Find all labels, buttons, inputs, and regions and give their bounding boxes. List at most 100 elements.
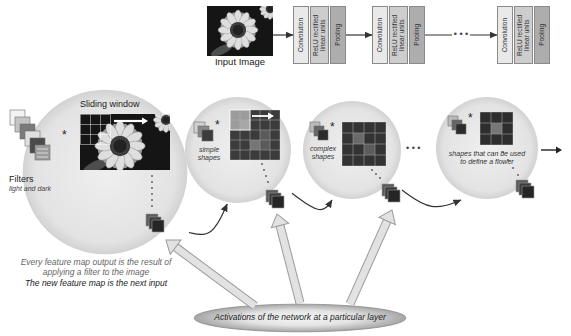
relu-box: ReLU rectified linear units bbox=[514, 6, 533, 64]
feature-dots bbox=[151, 187, 153, 189]
activation-arrows bbox=[280, 226, 300, 303]
feature-grid bbox=[252, 115, 268, 117]
convolution-box: Convolution bbox=[497, 6, 513, 64]
text-holder: simple shapes bbox=[191, 146, 227, 162]
annotation-label: * bbox=[215, 119, 220, 133]
layer-label: ReLU rectified linear units bbox=[391, 9, 405, 61]
activation-arrows bbox=[350, 221, 387, 304]
note-text: The new feature map is the next input bbox=[8, 279, 184, 289]
label-holder: Every feature map output is the result o… bbox=[8, 258, 184, 278]
feature-dots bbox=[517, 174, 519, 176]
text-holder: Pooling bbox=[538, 24, 545, 46]
feature-grid bbox=[230, 110, 280, 160]
feature-map-stack bbox=[146, 214, 164, 232]
convolution-box: Convolution bbox=[293, 6, 309, 64]
layer-label: Pooling bbox=[413, 24, 420, 46]
feature-grid bbox=[342, 122, 386, 166]
sliding-window-grid bbox=[81, 115, 111, 145]
feature-dots bbox=[265, 175, 267, 177]
feature-dots bbox=[379, 177, 381, 179]
circle-fill bbox=[23, 90, 188, 255]
node-label: Sliding window bbox=[80, 99, 164, 109]
label-holder: * bbox=[215, 119, 220, 133]
convolution-box: Convolution bbox=[372, 6, 388, 64]
sliding-arrow bbox=[114, 120, 142, 122]
label-holder: * bbox=[62, 129, 67, 143]
activation-arrows bbox=[350, 221, 387, 304]
annotation-label: * bbox=[468, 112, 473, 126]
feature-grid bbox=[480, 112, 513, 145]
ellipse-fill bbox=[194, 304, 406, 332]
activation-arrows bbox=[176, 247, 255, 306]
pooling-box: Pooling bbox=[330, 6, 346, 64]
feature-dots bbox=[151, 175, 153, 177]
circle-fill bbox=[436, 97, 538, 199]
text-holder: Pooling bbox=[413, 24, 420, 46]
text-holder: Activations of the network at a particul… bbox=[214, 313, 386, 323]
layer-label: Convolution bbox=[297, 18, 304, 52]
label-holder: The new feature map is the next input bbox=[8, 279, 184, 289]
relu-box: ReLU rectified linear units bbox=[389, 6, 408, 64]
edge-label-holder: • • • bbox=[452, 30, 470, 40]
sliding-photo bbox=[80, 114, 170, 170]
layer-label: Convolution bbox=[376, 18, 383, 52]
input-photo bbox=[260, 6, 274, 20]
node-label: simple shapes bbox=[191, 146, 227, 162]
text-holder: complex shapes bbox=[304, 145, 342, 161]
connector-arrow bbox=[273, 34, 293, 35]
feature-grid bbox=[230, 110, 250, 130]
activation-arrows bbox=[176, 247, 255, 306]
pooling-box: Pooling bbox=[534, 6, 550, 64]
node-label: shapes that can be used to define a flow… bbox=[446, 150, 528, 166]
text-holder: ReLU rectified linear units bbox=[391, 9, 405, 61]
node-label: Input Image bbox=[203, 57, 277, 68]
feature-dots bbox=[263, 169, 265, 171]
node-label: complex shapes bbox=[304, 145, 342, 161]
connector-arrow bbox=[292, 193, 332, 209]
connector-arrow bbox=[189, 204, 227, 235]
sliding-photo bbox=[153, 114, 170, 133]
feature-map-stack bbox=[382, 184, 400, 202]
layer-label: ReLU rectified linear units bbox=[312, 9, 326, 61]
kernel-stack bbox=[456, 124, 466, 134]
text-holder: Sliding window bbox=[80, 99, 164, 109]
annotation-label: light and dark bbox=[9, 185, 51, 193]
label-holder: * bbox=[330, 121, 335, 135]
feature-map-stack bbox=[516, 180, 534, 198]
connector-arrow bbox=[402, 190, 461, 207]
annotation-label: Filters bbox=[9, 174, 34, 184]
sliding-window-grid bbox=[81, 115, 111, 145]
feature-dots bbox=[267, 181, 269, 183]
feature-dots bbox=[151, 193, 153, 195]
annotation-label: * bbox=[330, 121, 335, 135]
layer-label: Pooling bbox=[334, 24, 341, 46]
output-arrow bbox=[541, 149, 556, 150]
feature-dots bbox=[371, 169, 373, 171]
feature-dots bbox=[151, 199, 153, 201]
annotation-label: • • • bbox=[406, 143, 420, 153]
feature-dots bbox=[512, 167, 514, 169]
feature-grid bbox=[230, 110, 280, 160]
label-holder: light and dark bbox=[9, 185, 51, 193]
text-holder: shapes that can be used to define a flow… bbox=[446, 150, 528, 166]
filter-stack bbox=[37, 149, 48, 157]
label-holder: Filters bbox=[9, 174, 34, 184]
text-holder: Pooling bbox=[334, 24, 341, 46]
text-holder: ReLU rectified linear units bbox=[516, 9, 530, 61]
text-holder: Convolution bbox=[501, 18, 508, 52]
feature-grid bbox=[230, 110, 513, 166]
layer-label: Pooling bbox=[538, 24, 545, 46]
layer-label: ReLU rectified linear units bbox=[516, 9, 530, 61]
note-text: Every feature map output is the result o… bbox=[8, 258, 184, 278]
feature-map-stack bbox=[146, 180, 534, 232]
sliding-window-grid bbox=[81, 115, 111, 145]
input-photo bbox=[218, 10, 258, 50]
text-holder: Convolution bbox=[297, 18, 304, 52]
feature-map-stack bbox=[266, 190, 284, 208]
filter-stack bbox=[10, 110, 50, 160]
feature-grid bbox=[480, 112, 513, 145]
annotation-label: * bbox=[62, 129, 67, 143]
kernel-stack bbox=[318, 130, 328, 140]
